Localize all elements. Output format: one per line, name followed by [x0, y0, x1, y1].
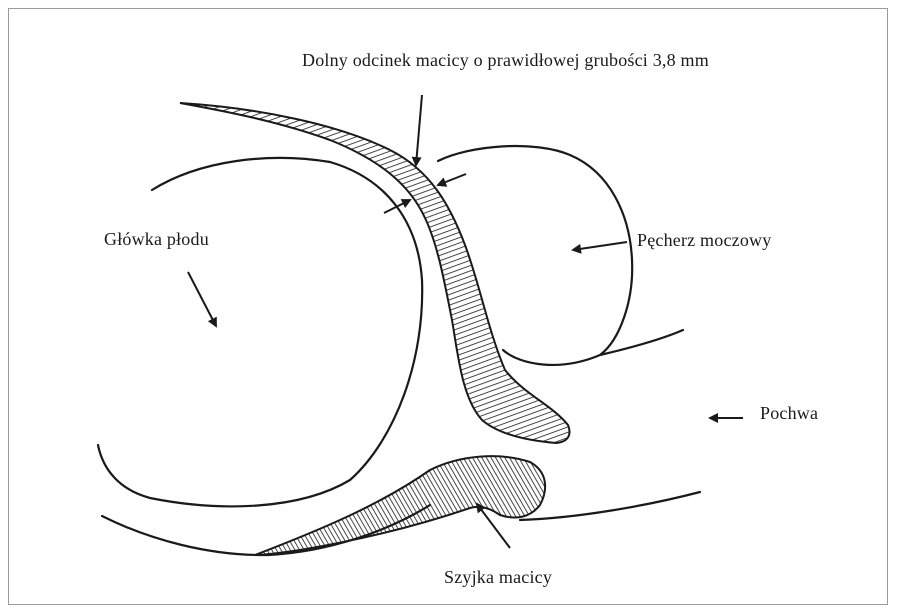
- label-lower-uterine-segment: Dolny odcinek macicy o prawidłowej grubo…: [302, 50, 709, 71]
- cervix-shape: [255, 456, 545, 555]
- arrow-lower-segment: [416, 95, 422, 165]
- fetal-head-outline: [98, 158, 422, 506]
- lower-uterine-segment: [180, 103, 570, 443]
- arrow-thickness-left: [384, 200, 410, 213]
- label-cervix: Szyjka macicy: [444, 567, 552, 588]
- arrow-fetal-head: [188, 272, 216, 326]
- vaginal-wall: [520, 492, 700, 520]
- label-bladder: Pęcherz moczowy: [637, 230, 771, 251]
- arrow-bladder: [573, 242, 627, 250]
- label-vagina: Pochwa: [760, 403, 818, 424]
- label-fetal-head: Główka płodu: [104, 229, 209, 250]
- arrow-thickness-right: [438, 174, 466, 185]
